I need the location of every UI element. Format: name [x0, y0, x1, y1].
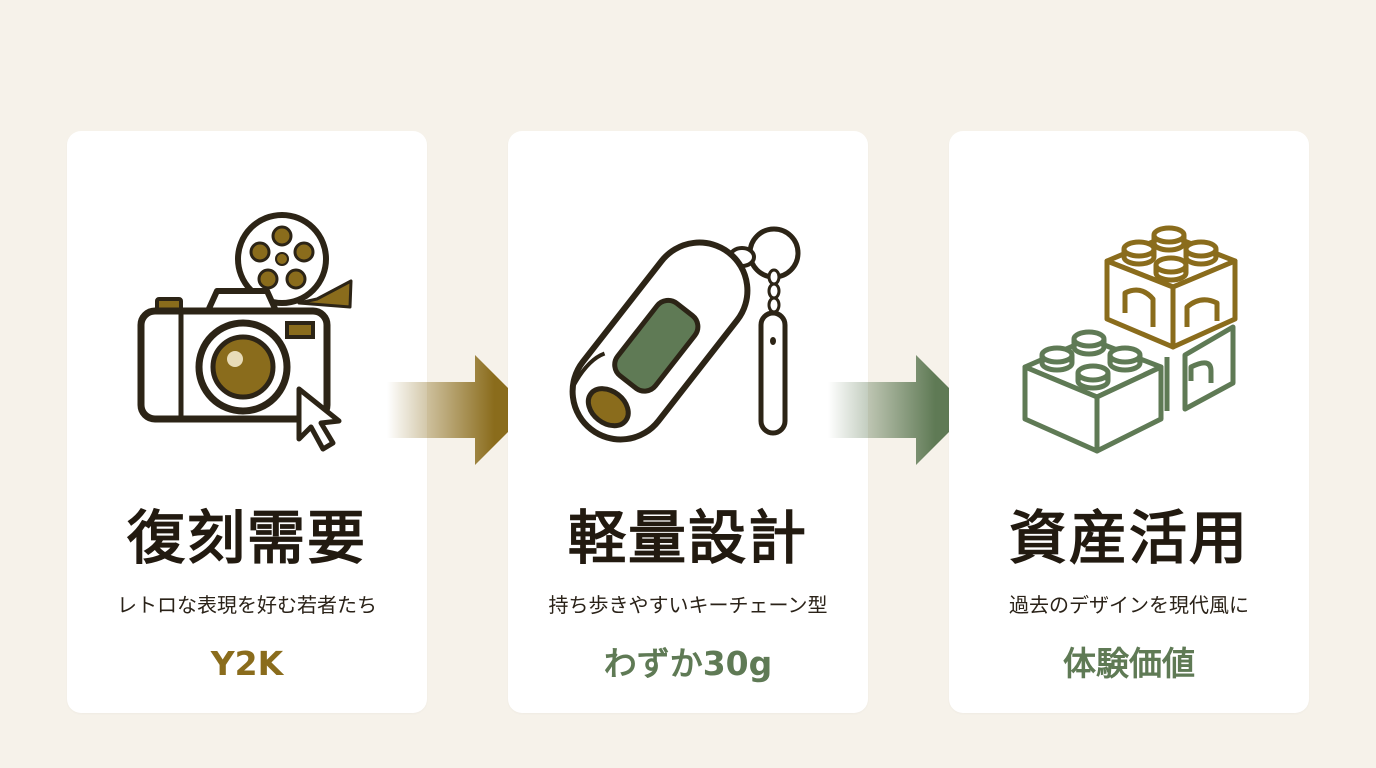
step-highlight: Y2K — [210, 644, 284, 683]
step-title: 軽量設計 — [567, 504, 808, 572]
keychain-device-icon — [569, 226, 801, 443]
step-subtitle: 過去のデザインを現代風に — [1009, 593, 1249, 617]
camera-film-reel-cursor-icon — [137, 212, 353, 452]
step-highlight: 体験価値 — [1063, 644, 1195, 683]
step-title: 資産活用 — [1008, 504, 1249, 572]
step-highlight: わずか30g — [603, 644, 773, 683]
step-card-asset-utilization: 資産活用 過去のデザインを現代風に 体験価値 — [949, 131, 1309, 713]
arrow-right-icon — [387, 355, 530, 465]
step-subtitle: レトロな表現を好む若者たち — [117, 593, 377, 617]
step-card-lightweight-design: 軽量設計 持ち歩きやすいキーチェーン型 わずか30g — [508, 131, 868, 713]
step-title: 復刻需要 — [126, 504, 367, 572]
arrow-right-icon — [828, 355, 971, 465]
step-subtitle: 持ち歩きやすいキーチェーン型 — [548, 593, 828, 617]
stacked-blocks-icon — [1022, 225, 1238, 454]
step-card-retro-demand: 復刻需要 レトロな表現を好む若者たち Y2K — [67, 131, 427, 713]
